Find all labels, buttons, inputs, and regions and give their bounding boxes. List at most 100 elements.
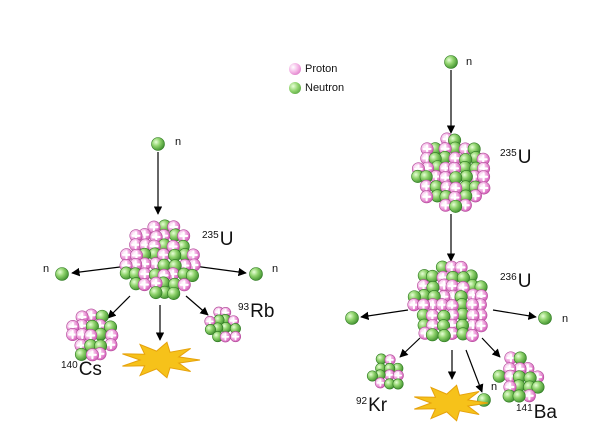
arrow-u236-to-neutron-2: [492, 309, 537, 320]
legend-proton-label: Proton: [305, 63, 338, 75]
neutron-particle: [185, 268, 199, 282]
neutron-swatch: [289, 82, 301, 94]
proton-particle: [439, 161, 453, 175]
label-right-u235: 235U: [500, 148, 531, 167]
neutron-emitted-left-1: [55, 267, 69, 281]
neutron-particle: [167, 286, 181, 300]
nucleus-ba141: [492, 351, 545, 403]
legend-neutron: Neutron: [289, 82, 344, 94]
proton-particle: [230, 331, 242, 343]
energy-release-layer: [122, 341, 489, 422]
proton-particle: [504, 351, 518, 365]
proton-particle: [177, 278, 191, 292]
energy-flash-right: [414, 384, 489, 422]
proton-particle: [522, 389, 536, 403]
arrow-u236-to-neutron-3: [465, 349, 484, 393]
neutron-particle: [149, 286, 163, 300]
arrow-u236-to-ba141: [481, 337, 501, 358]
proton-particle: [105, 328, 119, 342]
proton-particle: [474, 319, 488, 333]
proton-swatch: [289, 63, 301, 75]
neutron-incoming-right: [444, 55, 458, 69]
label-cs140: 140Cs: [61, 360, 102, 379]
proton-particle: [137, 278, 151, 292]
label-u236-mass: 236: [500, 272, 517, 283]
reaction-arrows: [71, 70, 537, 393]
proton-particle: [445, 279, 459, 293]
proton-particle: [177, 229, 191, 243]
proton-particle: [187, 258, 201, 272]
proton-particle: [476, 152, 490, 166]
proton-particle: [138, 267, 152, 281]
neutron-particle: [366, 370, 378, 382]
proton-particle: [119, 248, 133, 262]
proton-particle: [219, 331, 231, 343]
proton-particle: [84, 328, 98, 342]
proton-particle: [448, 191, 462, 205]
proton-particle: [465, 298, 479, 312]
label-left-u235: 235U: [202, 230, 233, 249]
label-incoming-neutron-left: n: [175, 136, 182, 148]
neutron-incoming-left: [151, 137, 165, 151]
neutron-emitted-right-1: [345, 311, 359, 325]
neutron-particle: [449, 199, 463, 213]
label-kr92-symbol: Kr: [368, 395, 388, 416]
proton-particle: [138, 257, 152, 271]
proton-particle: [157, 268, 171, 282]
arrow-left-to-neutron-2: [193, 265, 247, 277]
proton-particle: [445, 299, 459, 313]
nucleus-rb93: [204, 306, 242, 343]
neutron-particle: [512, 389, 526, 403]
nucleus-u235-right: [411, 132, 491, 213]
label-emitted-neutron-left-2: n: [272, 263, 279, 275]
proton-particle: [458, 142, 472, 156]
label-rb93-mass: 93: [238, 302, 250, 313]
arrow-u236-to-kr92: [399, 337, 421, 358]
label-u236-symbol: U: [517, 271, 532, 292]
proton-particle: [85, 348, 99, 362]
legend-proton: Proton: [289, 63, 337, 75]
label-right-u235-mass: 235: [500, 148, 517, 159]
neutron-emitted-left-2: [249, 267, 263, 281]
label-rb93: 93Rb: [238, 302, 274, 321]
nucleus-u235-left: [119, 219, 201, 300]
proton-particle: [435, 298, 449, 312]
proton-particle: [429, 170, 443, 184]
label-cs140-symbol: Cs: [78, 359, 102, 380]
label-ba141-mass: 141: [516, 403, 533, 414]
proton-particle: [66, 328, 80, 342]
proton-particle: [157, 248, 171, 262]
neutron-particle: [437, 329, 451, 343]
label-kr92-mass: 92: [356, 396, 368, 407]
label-right-u235-symbol: U: [517, 147, 532, 168]
neutron-particle: [425, 328, 439, 342]
label-kr92: 92Kr: [356, 396, 387, 415]
label-emitted-neutron-right-1: n: [562, 313, 569, 325]
proton-particle: [374, 377, 386, 389]
proton-particle: [420, 190, 434, 204]
proton-particle: [149, 276, 163, 290]
legend-neutron-label: Neutron: [305, 82, 345, 94]
proton-particle: [477, 181, 491, 195]
proton-particle: [454, 260, 468, 274]
nucleus-u236: [407, 260, 488, 343]
nucleus-kr92: [366, 353, 404, 390]
neutron-particle: [513, 351, 527, 365]
arrow-u236-to-neutron-1: [360, 309, 409, 321]
label-u236: 236U: [500, 272, 531, 291]
proton-particle: [477, 170, 491, 184]
label-rb93-symbol: Rb: [250, 301, 275, 322]
proton-particle: [466, 308, 480, 322]
label-left-u235-symbol: U: [219, 229, 234, 250]
label-emitted-neutron-right-2: n: [491, 381, 498, 393]
label-emitted-neutron-left-1: n: [43, 263, 50, 275]
arrow-left-to-cs140: [107, 295, 131, 319]
nucleus-cs140: [66, 308, 119, 362]
neutron-emitted-right-2: [538, 311, 552, 325]
arrow-left-to-rb93: [185, 295, 209, 316]
neutron-particle: [204, 323, 216, 335]
proton-particle: [384, 354, 396, 366]
label-ba141-symbol: Ba: [533, 402, 557, 423]
